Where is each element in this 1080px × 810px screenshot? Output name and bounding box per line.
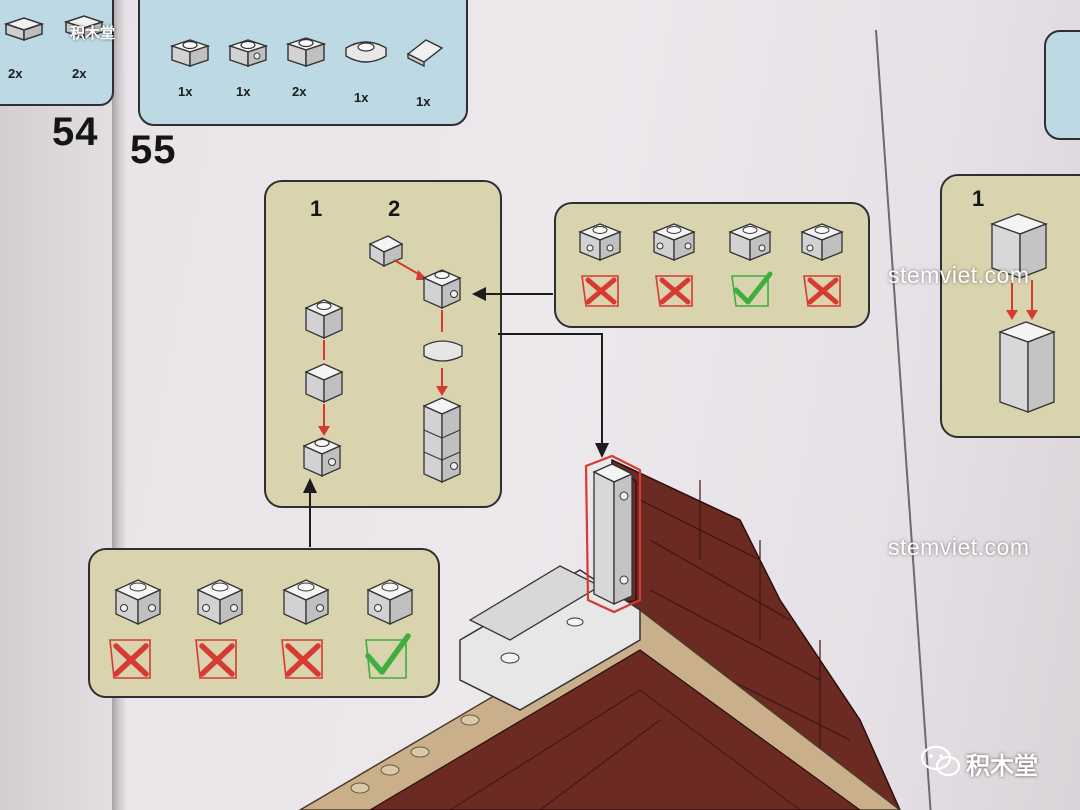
orientation-options <box>578 223 844 307</box>
subassembly-panel: 1 2 <box>264 180 502 508</box>
substep-label-2: 2 <box>388 196 401 221</box>
right-subassembly-panel: 1 <box>940 174 1080 438</box>
site-watermark-top: stemviet.com <box>888 262 1030 288</box>
qty-2: 1x <box>236 84 251 99</box>
qty-1: 1x <box>178 84 193 99</box>
orientation-callout-top <box>554 202 870 328</box>
substep-label-1: 1 <box>310 196 323 221</box>
orientation-options-bottom <box>109 579 414 679</box>
brand-watermark: 积木堂 <box>966 753 1038 780</box>
orientation-callout-bottom <box>88 548 440 698</box>
parts-callout: 1x 1x 2x 1x 1x <box>138 0 468 126</box>
check-mark-icon <box>365 633 411 679</box>
cross-mark-icon <box>581 275 619 307</box>
logo-watermark-text: 积木堂 <box>70 25 116 42</box>
left-parts-callout: 2x 2x <box>0 0 114 106</box>
wechat-icon <box>920 744 962 778</box>
left-qty-1: 2x <box>8 66 23 81</box>
cross-mark-icon <box>803 275 841 307</box>
cross-mark-icon <box>655 275 693 307</box>
substep-2-bricks <box>368 235 463 484</box>
qty-4: 1x <box>354 90 369 105</box>
site-watermark-bottom: stemviet.com <box>888 534 1030 560</box>
cross-mark-icon <box>195 639 237 679</box>
right-substep-label: 1 <box>972 186 985 211</box>
slope-tile-icon <box>406 39 444 68</box>
brick-1x1-side-stud-icon <box>227 39 269 67</box>
left-step-number: 54 <box>52 110 99 154</box>
right-assembly-diagram <box>990 213 1056 413</box>
slope-brick-icon <box>63 15 105 40</box>
substep-1-bricks <box>302 299 344 478</box>
step-number: 55 <box>130 128 177 172</box>
brick-icon <box>3 17 45 42</box>
assembly-diagram <box>302 235 463 484</box>
qty-3: 2x <box>292 84 307 99</box>
qty-5: 1x <box>416 94 431 109</box>
brick-1x1-stud-icon <box>169 39 211 67</box>
cross-mark-icon <box>281 639 323 679</box>
left-qty-2: 2x <box>72 66 87 81</box>
check-mark-icon <box>731 271 773 307</box>
plate-round-icon <box>345 41 387 63</box>
brick-1x1-icon <box>285 37 327 67</box>
cross-mark-icon <box>109 639 151 679</box>
right-parts-callout <box>1044 30 1080 140</box>
